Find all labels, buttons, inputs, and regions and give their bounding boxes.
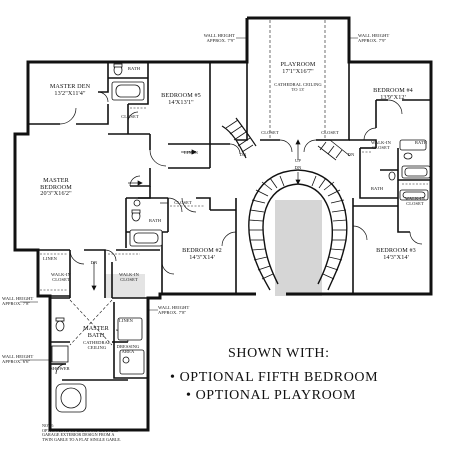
wall-height-text-4: WALL HEIGHT — [158, 305, 190, 310]
direction-arrows — [91, 139, 301, 291]
master-bath-note-1: CATHEDRAL — [83, 340, 111, 345]
wall-height-value-3: APPROX. 7'8" — [2, 301, 31, 306]
dn-label-master: DN — [90, 260, 98, 265]
wall-height-value-5: APPROX. 6'6" — [2, 359, 31, 364]
footnote-line-1: NOTE: — [42, 423, 55, 428]
walk-in-closet-label-right: WALK-IN CLOSET — [364, 140, 398, 150]
linen-label-master: LINEN — [43, 256, 57, 261]
linen-label: LINEN — [184, 150, 198, 155]
bedroom5-name: BEDROOM #5 — [161, 92, 201, 99]
closet-text-bedroom3: CLOSET — [406, 201, 424, 206]
playroom-name: PLAYROOM — [280, 61, 316, 68]
master-bath-name-1: MASTER — [83, 325, 109, 332]
exterior-walls — [13, 16, 433, 432]
walk-in-closet-label-bedroom3: WALK-IN CLOSET — [400, 196, 430, 206]
footnote-line-3: GARAGE EXTERIOR DESIGN FROM A — [42, 432, 115, 438]
shower-label: SHOWER — [50, 366, 70, 371]
closet-text-right: CLOSET — [372, 145, 390, 150]
footnote-line-4: TWIN GABLE TO A FLAT SINGLE GABLE. — [42, 436, 121, 442]
master-bedroom-name-1: MASTER — [43, 177, 69, 184]
up-label: UP — [295, 158, 301, 163]
wall-height-note-left-top: WALL HEIGHT APPROX. 7'9" — [193, 33, 235, 43]
master-bedroom-name-2: BEDROOM — [40, 183, 72, 191]
walk-in-closet-label-master-right: WALK-IN CLOSET — [114, 272, 144, 282]
cathedral-ceiling-lines — [69, 20, 326, 346]
walk-in-closet-label-master-left: WALK-IN CLOSET — [46, 272, 76, 282]
dressing-area-label: DRESSING AREA — [113, 344, 143, 354]
closet-text-master-left: CLOSET — [52, 277, 70, 282]
shown-with-item-2: • OPTIONAL PLAYROOM — [186, 388, 357, 403]
walk-in-text-master-left: WALK-IN — [51, 272, 71, 277]
closet-label-playroom-left: CLOSET — [261, 130, 279, 135]
door-swings — [55, 91, 423, 375]
shown-with-heading: SHOWN WITH: — [228, 346, 330, 361]
bedroom5-size: 14'X13'1" — [168, 98, 194, 106]
playroom-label: PLAYROOM 17'1"X16'7" — [265, 61, 331, 75]
staircase — [221, 117, 351, 291]
master-bath-note-2: CEILING — [87, 345, 107, 350]
wall-height-value-4: APPROX. 7'8" — [158, 310, 187, 315]
wall-height-text-5: WALL HEIGHT — [2, 354, 34, 359]
wall-height-note-left-bottom: WALL HEIGHT APPROX. 6'6" — [2, 354, 42, 364]
closet-label-bedroom5: CLOSET — [121, 114, 139, 119]
wall-height-note-right-mid: WALL HEIGHT APPROX. 7'8" — [158, 305, 198, 315]
master-den-name: MASTER DEN — [49, 83, 91, 90]
bedroom4-name: BEDROOM #4 — [373, 87, 413, 94]
dressing-area-name-1: DRESSING — [116, 344, 140, 349]
master-bath-label: MASTER BATH — [78, 325, 114, 339]
footnote: NOTE: OPTIONAL FIFTH BEDROOM CHANGES GAR… — [42, 423, 162, 442]
closet-text-master-right: CLOSET — [120, 277, 138, 282]
master-den-size: 13'2"X11'4" — [54, 89, 86, 97]
wall-height-value-2: APPROX. 7'9" — [358, 38, 387, 43]
dn-label-playroom-right: DN — [347, 152, 355, 157]
dn-label-main-stair: DN — [294, 165, 302, 170]
bedroom2-label: BEDROOM #2 14'3"X14' — [174, 247, 230, 261]
wall-height-text-3: WALL HEIGHT — [2, 296, 34, 301]
wall-height-text-2: WALL HEIGHT — [358, 33, 390, 38]
bath-label-left: BATH — [148, 218, 162, 223]
footnote-line-2: OPTIONAL FIFTH BEDROOM CHANGES — [42, 427, 119, 433]
master-bath-name-2: BATH — [87, 331, 105, 339]
master-den-label: MASTER DEN 13'2"X11'4" — [42, 83, 98, 97]
bath-fixtures — [51, 63, 431, 413]
bedroom3-label: BEDROOM #3 14'3"X14' — [368, 247, 424, 261]
wall-height-value-1: APPROX. 7'9" — [206, 38, 235, 43]
walk-in-text-bedroom3: WALK-IN — [405, 196, 425, 201]
bath-label-bedroom5: BATH — [127, 66, 141, 71]
master-bedroom-size: 20'3"X16'2" — [40, 190, 72, 197]
closet-label-playroom-right: CLOSET — [321, 130, 339, 135]
bedroom2-size: 14'3"X14' — [189, 253, 215, 261]
bedroom5-label: BEDROOM #5 14'X13'1" — [155, 92, 207, 106]
playroom-ceiling-note: CATHEDRAL CEILING TO 13' — [266, 82, 330, 92]
bedroom3-name: BEDROOM #3 — [376, 247, 416, 254]
closet-label-hall: CLOSET — [174, 200, 192, 205]
bedroom4-label: BEDROOM #4 13'9"X12' — [366, 87, 420, 101]
open-to-below-area — [105, 200, 322, 298]
dressing-area-name-2: AREA — [121, 349, 135, 354]
bedroom3-size: 14'3"X14' — [383, 253, 409, 261]
closet-shelves — [40, 107, 428, 291]
master-bath-ceiling-note: CATHEDRAL CEILING — [80, 340, 114, 350]
bedroom2-name: BEDROOM #2 — [182, 247, 222, 254]
playroom-size: 17'1"X16'7" — [282, 67, 314, 75]
wall-height-leaders — [20, 37, 358, 361]
playroom-ceiling-note-2: TO 13' — [291, 87, 305, 92]
bath-label-bedroom4: BATH — [414, 140, 428, 145]
dn-label-playroom-left: DN — [239, 152, 247, 157]
wall-height-note-right-top: WALL HEIGHT APPROX. 7'9" — [358, 33, 400, 43]
walk-in-text-right: WALK-IN — [371, 140, 391, 145]
shown-with-item-1: • OPTIONAL FIFTH BEDROOM — [170, 370, 379, 385]
master-bedroom-label: MASTER BEDROOM 20'3"X16'2" — [28, 177, 84, 198]
bath-label-right: BATH — [370, 186, 384, 191]
bedroom4-size: 13'9"X12' — [380, 93, 406, 101]
linen-label-master-bath: LINEN — [119, 318, 133, 323]
walk-in-text-master-right: WALK-IN — [119, 272, 139, 277]
wall-height-text-1: WALL HEIGHT — [203, 33, 235, 38]
playroom-ceiling-note-1: CATHEDRAL CEILING — [274, 82, 322, 87]
wall-height-note-left-mid: WALL HEIGHT APPROX. 7'8" — [2, 296, 42, 306]
